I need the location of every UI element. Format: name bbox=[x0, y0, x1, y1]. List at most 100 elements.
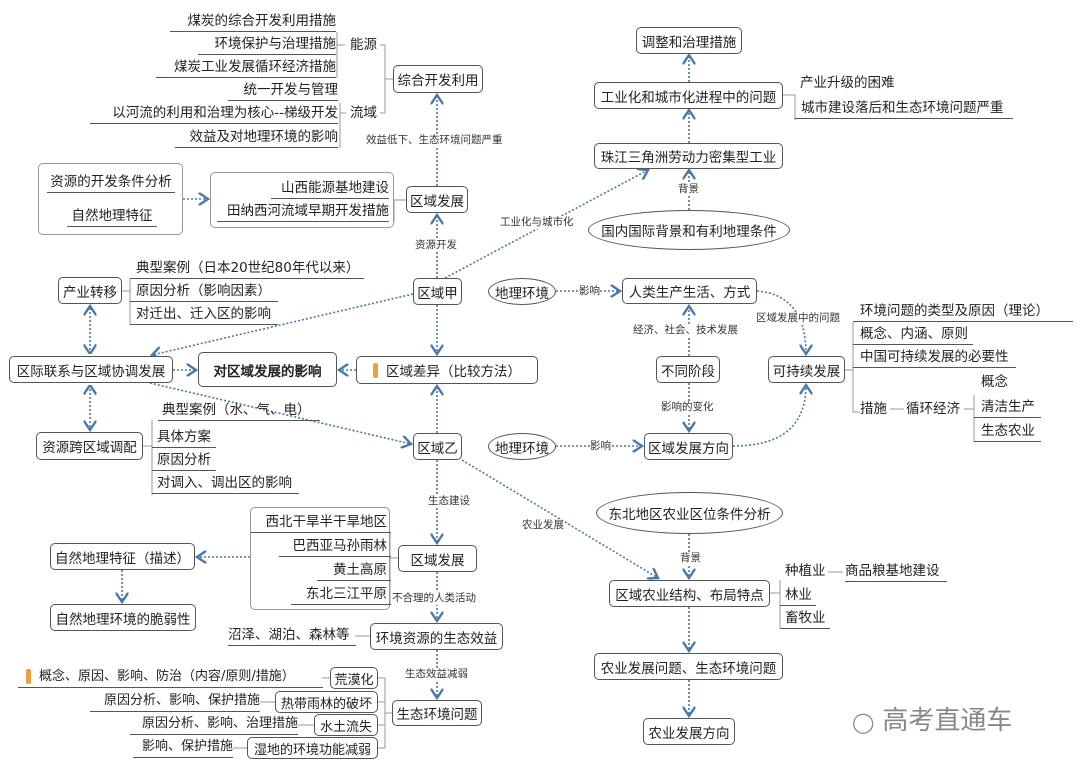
circular-item[interactable]: 生态农业 bbox=[974, 421, 1041, 442]
circular-item[interactable]: 清洁生产 bbox=[974, 397, 1041, 418]
basin-item[interactable]: 效益及对地理环境的影响 bbox=[175, 127, 338, 148]
detail-text: 概念、原因、影响、防治（内容/原则/措施） bbox=[39, 669, 295, 684]
stages-node[interactable]: 不同阶段 bbox=[656, 356, 720, 383]
label-low-benefit: 效益低下、生态环境问题严重 bbox=[366, 134, 503, 147]
label-weaken: 生态效益减弱 bbox=[405, 668, 468, 681]
geo-env-a-ellipse[interactable]: 地理环境 bbox=[488, 278, 556, 305]
ne-conditions-ellipse[interactable]: 东北地区农业区位条件分析 bbox=[596, 492, 783, 534]
desertification-detail[interactable]: 概念、原因、影响、防治（内容/原则/措施） bbox=[18, 667, 323, 688]
problem-item[interactable]: 城市建设落后和生态环境问题严重 bbox=[795, 98, 1013, 119]
basin-item[interactable]: 以河流的利用和治理为核心--梯级开发 bbox=[90, 103, 338, 124]
regional-diff-node[interactable]: 区域差异（比较方法） bbox=[356, 356, 538, 384]
wetland-detail[interactable]: 影响、保护措施 bbox=[133, 737, 233, 758]
sustainable-item[interactable]: 环境问题的类型及原因（理论） bbox=[853, 301, 1073, 322]
regional-dev-node-2[interactable]: 区域发展 bbox=[398, 545, 477, 572]
bracket-energy bbox=[336, 32, 345, 78]
basin-node[interactable]: 流域 bbox=[350, 105, 377, 121]
sustainable-item[interactable]: 中国可持续发展的必要性 bbox=[853, 347, 1016, 368]
sustainable-node[interactable]: 可持续发展 bbox=[768, 356, 845, 383]
case-item[interactable]: 山西能源基地建设 bbox=[271, 178, 389, 199]
transfer-case[interactable]: 典型案例（水、气、电） bbox=[158, 400, 320, 421]
region-b-node[interactable]: 区域乙 bbox=[413, 433, 462, 460]
basin-item[interactable]: 统一开发与管理 bbox=[228, 80, 338, 101]
energy-node[interactable]: 能源 bbox=[350, 37, 377, 53]
bracket-agri bbox=[770, 571, 843, 628]
grain-base-item[interactable]: 商品粮基地建设 bbox=[845, 561, 947, 582]
conditions-ellipse[interactable]: 国内国际背景和有利地理条件 bbox=[588, 210, 790, 250]
rainforest-detail[interactable]: 原因分析、影响、保护措施 bbox=[90, 691, 260, 712]
label-dev-problems: 区域发展中的问题 bbox=[756, 312, 840, 325]
soil-erosion-detail[interactable]: 原因分析、影响、治理措施 bbox=[130, 714, 298, 735]
agri-problems-node[interactable]: 农业发展问题、生态环境问题 bbox=[594, 653, 783, 680]
forestry-item[interactable]: 林业 bbox=[780, 585, 816, 606]
regional-diff-label: 区域差异（比较方法） bbox=[386, 364, 521, 380]
resource-item[interactable]: 具体方案 bbox=[152, 427, 216, 448]
measures-node[interactable]: 措施 bbox=[860, 401, 887, 417]
sustainable-item[interactable]: 概念、内涵、原则 bbox=[853, 324, 973, 345]
adjust-node[interactable]: 调整和治理措施 bbox=[636, 27, 742, 54]
eco-examples[interactable]: 沼泽、湖泊、森林等 bbox=[228, 625, 356, 646]
resource-conditions[interactable]: 资源的开发条件分析 bbox=[47, 172, 175, 193]
region-case[interactable]: 巴西亚马孙雨林 bbox=[279, 536, 391, 557]
dev-direction-node[interactable]: 区域发展方向 bbox=[644, 433, 733, 460]
industry-transfer-node[interactable]: 产业转移 bbox=[58, 277, 122, 304]
resource-item[interactable]: 原因分析 bbox=[152, 450, 216, 471]
eco-problems-node[interactable]: 生态环境问题 bbox=[392, 700, 482, 726]
label-influence-a: 影响 bbox=[579, 285, 600, 298]
bracket-circular bbox=[890, 395, 975, 442]
bracket-resource bbox=[143, 420, 153, 495]
interregional-node[interactable]: 区际联系与区域协调发展 bbox=[9, 356, 173, 383]
label-agri-dev: 农业发展 bbox=[522, 519, 564, 532]
bracket-regions bbox=[389, 532, 398, 605]
arrow-inter-to-b bbox=[149, 382, 411, 444]
exclamation-icon bbox=[373, 362, 378, 378]
arrow-a-to-interregional bbox=[152, 293, 414, 355]
transfer-item[interactable]: 对迁出、迁入区的影响 bbox=[130, 304, 278, 325]
impact-on-dev-node[interactable]: 对区域发展的影响 bbox=[198, 352, 337, 387]
planting-node[interactable]: 种植业 bbox=[785, 563, 826, 579]
soil-erosion-node[interactable]: 水土流失 bbox=[314, 714, 378, 736]
bracket-basin bbox=[339, 103, 346, 148]
label-eco-build: 生态建设 bbox=[428, 495, 470, 508]
resource-transfer-node[interactable]: 资源跨区域调配 bbox=[36, 432, 143, 460]
bracket-problems bbox=[783, 94, 796, 120]
husbandry-item[interactable]: 畜牧业 bbox=[780, 608, 830, 629]
geo-env-b-ellipse[interactable]: 地理环境 bbox=[488, 433, 556, 460]
desertification-node[interactable]: 荒漠化 bbox=[330, 667, 378, 689]
bracket-lines bbox=[122, 32, 975, 749]
human-activity-node[interactable]: 人类生产生活、方式 bbox=[622, 278, 757, 304]
natural-desc-node[interactable]: 自然地理特征（描述） bbox=[50, 543, 195, 570]
transfer-item[interactable]: 原因分析（影响因素） bbox=[130, 281, 278, 302]
energy-item[interactable]: 煤炭的综合开发利用措施 bbox=[170, 11, 336, 32]
region-cases-group: 西北干旱半干旱地区 巴西亚马孙雨林 黄土高原 东北三江平原 bbox=[250, 507, 391, 610]
agri-structure-node[interactable]: 区域农业结构、布局特点 bbox=[609, 580, 770, 607]
comprehensive-node[interactable]: 综合开发利用 bbox=[393, 65, 483, 93]
prd-node[interactable]: 珠江三角洲劳动力密集型工业 bbox=[594, 143, 783, 169]
circular-economy-node[interactable]: 循环经济 bbox=[906, 401, 960, 417]
exclamation-icon bbox=[26, 669, 31, 684]
wetland-node[interactable]: 湿地的环境功能减弱 bbox=[247, 737, 378, 759]
rainforest-node[interactable]: 热带雨林的破坏 bbox=[275, 691, 378, 713]
label-background-2: 背景 bbox=[680, 552, 701, 565]
problems-node[interactable]: 工业化和城市化进程中的问题 bbox=[594, 82, 783, 109]
problem-item[interactable]: 产业升级的困难 bbox=[800, 75, 895, 91]
natural-features[interactable]: 自然地理特征 bbox=[67, 206, 157, 227]
transfer-item[interactable]: 典型案例（日本20世纪80年代以来） bbox=[130, 258, 364, 279]
region-case[interactable]: 西北干旱半干旱地区 bbox=[251, 512, 391, 533]
label-influence-b: 影响 bbox=[590, 440, 611, 453]
fragility-node[interactable]: 自然地理环境的脆弱性 bbox=[50, 604, 196, 631]
arrow-human-to-sustainable bbox=[756, 290, 806, 354]
region-case[interactable]: 黄土高原 bbox=[317, 560, 391, 581]
agri-direction-node[interactable]: 农业发展方向 bbox=[643, 718, 735, 745]
eco-benefit-node[interactable]: 环境资源的生态效益 bbox=[370, 623, 503, 650]
resource-item[interactable]: 对调入、调出区的影响 bbox=[152, 473, 299, 494]
case-item[interactable]: 田纳西河流域早期开发措施 bbox=[217, 201, 389, 222]
energy-item[interactable]: 煤炭工业发展循环经济措施 bbox=[156, 57, 336, 78]
region-case[interactable]: 东北三江平原 bbox=[291, 584, 391, 605]
label-industrialization: 工业化与城市化 bbox=[500, 216, 574, 229]
region-a-node[interactable]: 区域甲 bbox=[413, 278, 462, 305]
bracket-transfer bbox=[122, 278, 131, 325]
energy-item[interactable]: 环境保护与治理措施 bbox=[198, 34, 336, 55]
circular-item[interactable]: 概念 bbox=[981, 374, 1008, 390]
regional-dev-node[interactable]: 区域发展 bbox=[406, 186, 468, 213]
